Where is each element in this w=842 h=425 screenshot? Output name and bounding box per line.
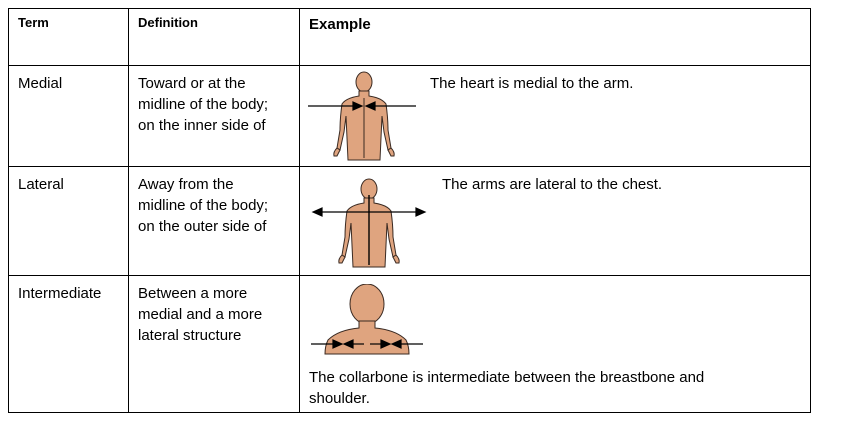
example-lateral: The arms are lateral to the chest. — [299, 166, 811, 276]
example-medial: The heart is medial to the arm. — [299, 65, 811, 167]
anatomical-terms-table: Term Definition Example Medial Toward or… — [8, 8, 811, 413]
definition-line: midline of the body; — [138, 197, 269, 214]
table-row-intermediate: Intermediate Between a more medial and a… — [8, 275, 811, 413]
definition-line: midline of the body; — [138, 96, 269, 113]
head-shoulders-figure-arrows-icon — [311, 284, 423, 355]
definition-line: lateral structure — [138, 327, 242, 344]
definition-medial: Toward or at the midline of the body; on… — [128, 65, 300, 167]
definition-line: on the inner side of — [138, 117, 266, 134]
definition-lateral: Away from the midline of the body; on th… — [128, 166, 300, 276]
term-medial: Medial — [8, 65, 129, 167]
definition-line: on the outer side of — [138, 218, 267, 235]
table-row-lateral: Lateral Away from the midline of the bod… — [8, 166, 811, 276]
definition-line: Away from the — [138, 176, 234, 193]
example-caption-intermediate: The collarbone is intermediate between t… — [309, 367, 704, 409]
header-definition: Definition — [128, 8, 300, 66]
example-intermediate: The collarbone is intermediate between t… — [299, 275, 811, 413]
definition-line: medial and a more — [138, 306, 263, 323]
example-caption-lateral: The arms are lateral to the chest. — [442, 176, 663, 193]
caption-line: The collarbone is intermediate between t… — [309, 369, 705, 386]
header-term: Term — [8, 8, 129, 66]
definition-intermediate: Between a more medial and a more lateral… — [128, 275, 300, 413]
term-intermediate: Intermediate — [8, 275, 129, 413]
definition-line: Toward or at the — [138, 75, 246, 92]
example-caption-medial: The heart is medial to the arm. — [430, 75, 634, 92]
term-lateral: Lateral — [8, 166, 129, 276]
table-row-medial: Medial Toward or at the midline of the b… — [8, 65, 811, 167]
header-row: Term Definition Example — [8, 8, 811, 66]
upper-body-figure-arrows-pointing-inward-icon — [308, 71, 416, 161]
header-example: Example — [299, 8, 811, 66]
caption-line: shoulder. — [309, 390, 370, 407]
upper-body-figure-arrows-pointing-outward-icon — [311, 178, 427, 268]
definition-line: Between a more — [138, 285, 248, 302]
